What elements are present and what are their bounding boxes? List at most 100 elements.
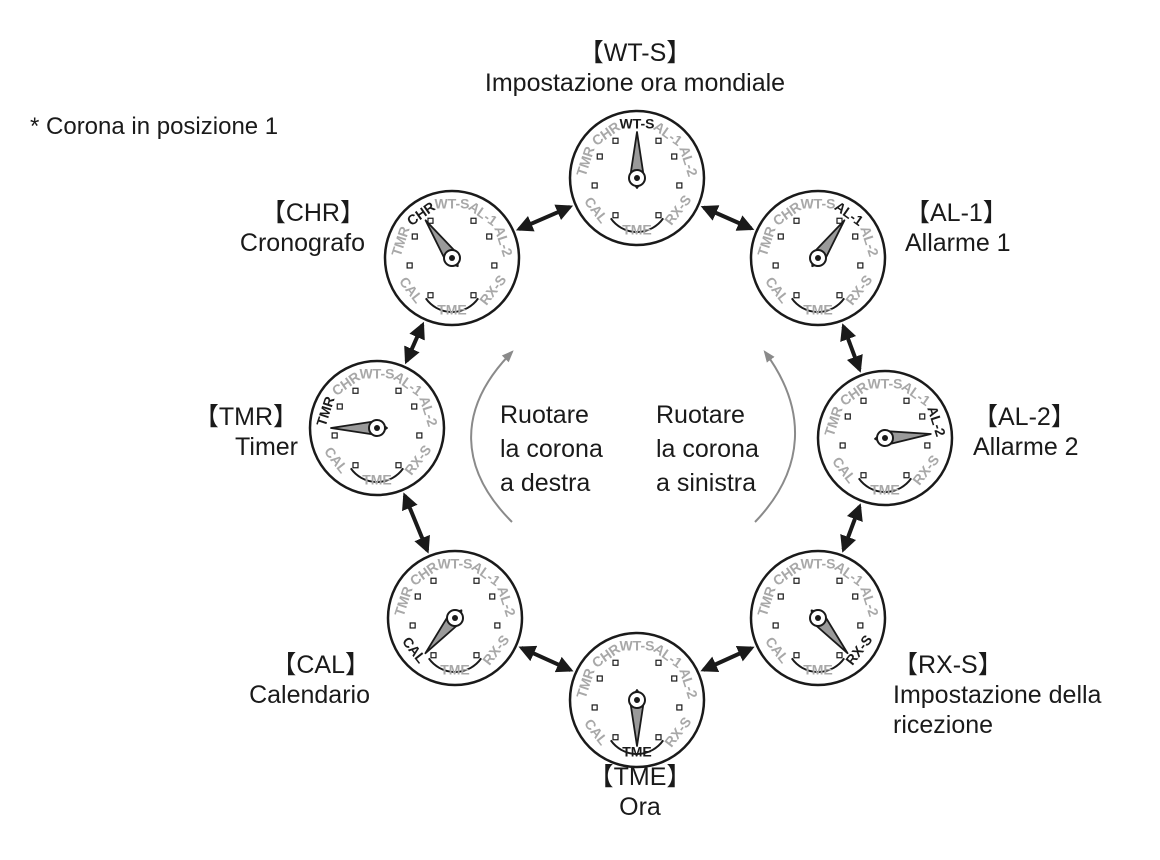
dial-label-wt-s: WT-S <box>360 366 395 382</box>
dial-hub-pin <box>452 615 458 621</box>
dial-index-mark <box>777 233 784 240</box>
dial-index-mark <box>655 137 662 144</box>
dial-label-wt-s: WT-S <box>801 556 836 572</box>
dial-hub-pin <box>449 255 455 261</box>
dial-index-mark <box>489 593 496 600</box>
dial-index-mark <box>777 593 784 600</box>
mode-name: Timer <box>235 433 298 461</box>
transition-arrow <box>402 492 430 554</box>
dial-index-mark <box>857 622 864 629</box>
dial-label-wt-s: WT-S <box>801 196 836 212</box>
dial-index-mark <box>857 262 864 269</box>
dial-index-mark <box>772 262 779 269</box>
dial-subscale-arc <box>609 739 665 755</box>
mode-label-tme: 【TME】 Ora <box>540 762 740 822</box>
dial-index-mark <box>793 217 800 224</box>
dial-label-tme: TME <box>870 482 900 498</box>
dial-index-mark <box>494 622 501 629</box>
dial-index-mark <box>411 403 418 410</box>
mode-code: 【TME】 <box>588 763 692 791</box>
dial-hub-pin <box>815 615 821 621</box>
dial-index-mark <box>430 577 437 584</box>
dial-index-mark <box>924 442 931 449</box>
dial-index-mark <box>676 704 683 711</box>
transition-arrow <box>404 321 425 365</box>
dial-index-mark <box>612 137 619 144</box>
dial-subscale-arc <box>427 657 483 673</box>
dial-index-mark <box>903 397 910 404</box>
dial-index-mark <box>430 652 437 659</box>
dial-index-mark <box>486 233 493 240</box>
rotate-right-line1: Ruotare <box>500 401 589 429</box>
dial-index-mark <box>612 212 619 219</box>
mode-code: 【RX-S】 <box>893 651 1003 679</box>
dial-label-tme: TME <box>622 222 652 238</box>
dial-index-mark <box>427 217 434 224</box>
dial-index-mark <box>836 292 843 299</box>
dial-index-mark <box>612 734 619 741</box>
mode-name: Calendario <box>249 681 370 709</box>
mode-name: Cronografo <box>239 229 365 257</box>
transition-arrow <box>700 205 755 231</box>
dial-subscale-arc <box>790 297 846 313</box>
dial-index-mark <box>844 413 851 420</box>
dial-index-mark <box>612 659 619 666</box>
crown-position-note: * Corona in posizione 1 <box>30 113 279 140</box>
rotation-guide-arrows <box>470 350 797 523</box>
dial-hub-pin <box>374 425 380 431</box>
rotate-right-text: Ruotare la corona a destra <box>500 398 603 500</box>
dial-subscale-arc <box>424 297 480 313</box>
dial-index-mark <box>473 577 480 584</box>
dial-index-mark <box>427 292 434 299</box>
mode-label-chr: 【CHR】 Cronografo <box>150 198 365 258</box>
dial-index-mark <box>860 397 867 404</box>
dial-index-mark <box>671 153 678 160</box>
mode-label-al-2: 【AL-2】 Allarme 2 <box>973 402 1079 462</box>
dial-index-mark <box>919 413 926 420</box>
rotate-left-line2: la corona <box>656 435 759 463</box>
dial-index-mark <box>655 734 662 741</box>
dial-index-mark <box>352 387 359 394</box>
rotate-right-guide-arrow <box>470 350 514 523</box>
mode-code: 【TMR】 <box>193 403 298 431</box>
dial-index-mark <box>409 622 416 629</box>
dial-subscale-arc <box>609 217 665 233</box>
mode-name-cont: ricezione <box>893 711 994 739</box>
dial-index-mark <box>772 622 779 629</box>
dial-index-mark <box>416 432 423 439</box>
dial-index-mark <box>836 217 843 224</box>
mode-label-cal: 【CAL】 Calendario <box>160 650 370 710</box>
dial-subscale-arc <box>857 477 913 493</box>
dial-label-wt-s: WT-S <box>435 196 470 212</box>
transition-arrow <box>518 645 574 673</box>
dial-index-mark <box>491 262 498 269</box>
dial-index-mark <box>473 652 480 659</box>
dial-index-mark <box>793 292 800 299</box>
dial-label-tme: TME <box>440 662 470 678</box>
dial-hub-pin <box>815 255 821 261</box>
mode-code: 【AL-1】 <box>905 199 1008 227</box>
transition-arrow <box>700 646 755 672</box>
dial-hub-pin <box>634 697 640 703</box>
mode-name: Allarme 2 <box>973 433 1079 461</box>
dial-index-mark <box>411 233 418 240</box>
dial-hub-pin <box>882 435 888 441</box>
dial-index-mark <box>596 153 603 160</box>
dial-index-mark <box>655 659 662 666</box>
rotate-left-guide-arrow <box>754 350 797 523</box>
dial-index-mark <box>470 217 477 224</box>
mode-label-rx-s: 【RX-S】 Impostazione della ricezione <box>893 650 1101 740</box>
dial-index-mark <box>414 593 421 600</box>
dial-index-mark <box>671 675 678 682</box>
dial-index-mark <box>655 212 662 219</box>
dial-index-mark <box>395 462 402 469</box>
mode-name: Impostazione ora mondiale <box>484 69 786 97</box>
dial-index-mark <box>860 472 867 479</box>
mode-label-al-1: 【AL-1】 Allarme 1 <box>905 198 1011 258</box>
